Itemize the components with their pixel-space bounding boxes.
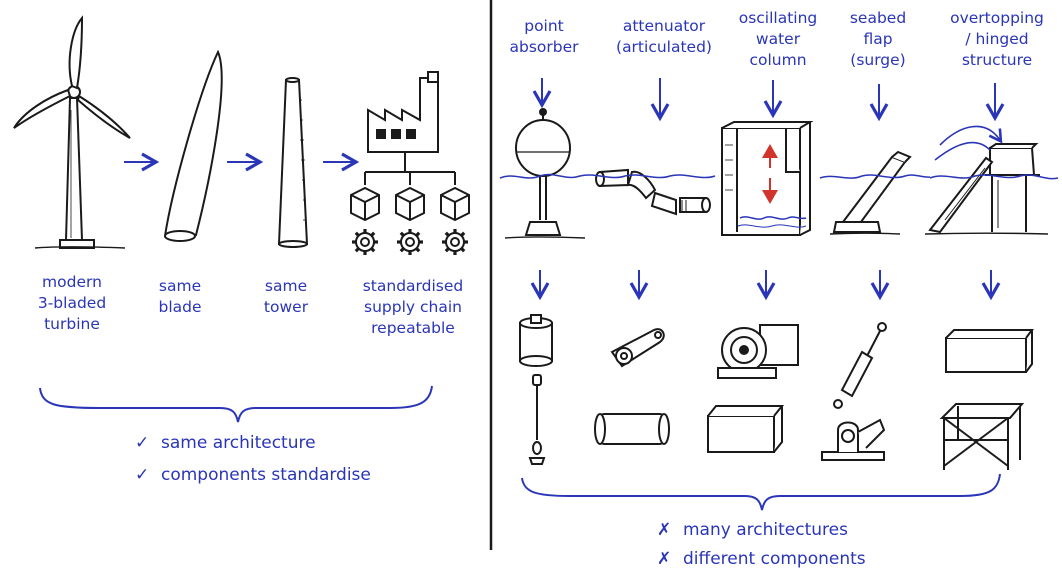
seabed-flap-icon <box>829 150 912 235</box>
label-point-absorber: point absorber <box>509 17 579 56</box>
right-summary-item-2: ✗different components <box>657 549 866 569</box>
cube-icon-1 <box>350 187 380 221</box>
label-modern-turbine: modern 3-bladed turbine <box>37 273 107 333</box>
hydraulic-cylinder-icon <box>833 322 887 409</box>
label-same-tower: same tower <box>263 277 309 316</box>
support-frame-icon <box>939 403 1025 470</box>
left-summary-item-1: ✓same architecture <box>135 433 316 453</box>
steel-tank-icon <box>945 329 1034 373</box>
right-summary-item-1: ✗many architectures <box>657 520 848 540</box>
check-icon: ✓ <box>135 465 150 485</box>
concrete-box-icon <box>707 405 785 453</box>
cross-icon: ✗ <box>657 549 672 569</box>
hinge-bracket-icon <box>821 418 886 461</box>
gear-icon-2 <box>395 227 425 257</box>
overtopping-icon <box>924 143 1049 235</box>
blade-icon <box>163 49 223 242</box>
pontoon-cylinder-icon <box>594 413 670 445</box>
label-attenuator: attenuator (articulated) <box>616 17 712 56</box>
label-same-blade: same blade <box>158 277 202 316</box>
gear-icon-3 <box>440 227 470 257</box>
label-overtopping: overtopping / hinged structure <box>950 9 1044 69</box>
label-owc: oscillating water column <box>738 9 818 69</box>
cube-icon-2 <box>395 187 425 221</box>
float-cylinder-icon <box>519 314 553 367</box>
hinge-joint-icon <box>610 328 665 368</box>
label-seabed-flap: seabed flap (surge) <box>849 9 907 69</box>
gear-icon-1 <box>350 227 380 257</box>
wind-turbine-icon <box>13 15 131 249</box>
point-absorber-icon <box>504 108 586 239</box>
factory-icon <box>364 71 456 185</box>
water-surface <box>499 173 1059 228</box>
owc-icon <box>721 121 814 236</box>
air-turbine-icon <box>717 324 799 379</box>
left-brace <box>39 385 433 423</box>
label-supply-chain: standardised supply chain repeatable <box>362 277 464 337</box>
mooring-chain-icon <box>528 374 546 465</box>
tower-icon <box>277 77 309 248</box>
attenuator-icon <box>595 168 711 216</box>
cross-icon: ✗ <box>657 520 672 540</box>
cube-icon-3 <box>440 187 470 221</box>
left-summary-item-2: ✓components standardise <box>135 465 371 485</box>
check-icon: ✓ <box>135 433 150 453</box>
overtopping-flow-arrow <box>934 125 1003 161</box>
right-brace <box>521 473 1001 511</box>
